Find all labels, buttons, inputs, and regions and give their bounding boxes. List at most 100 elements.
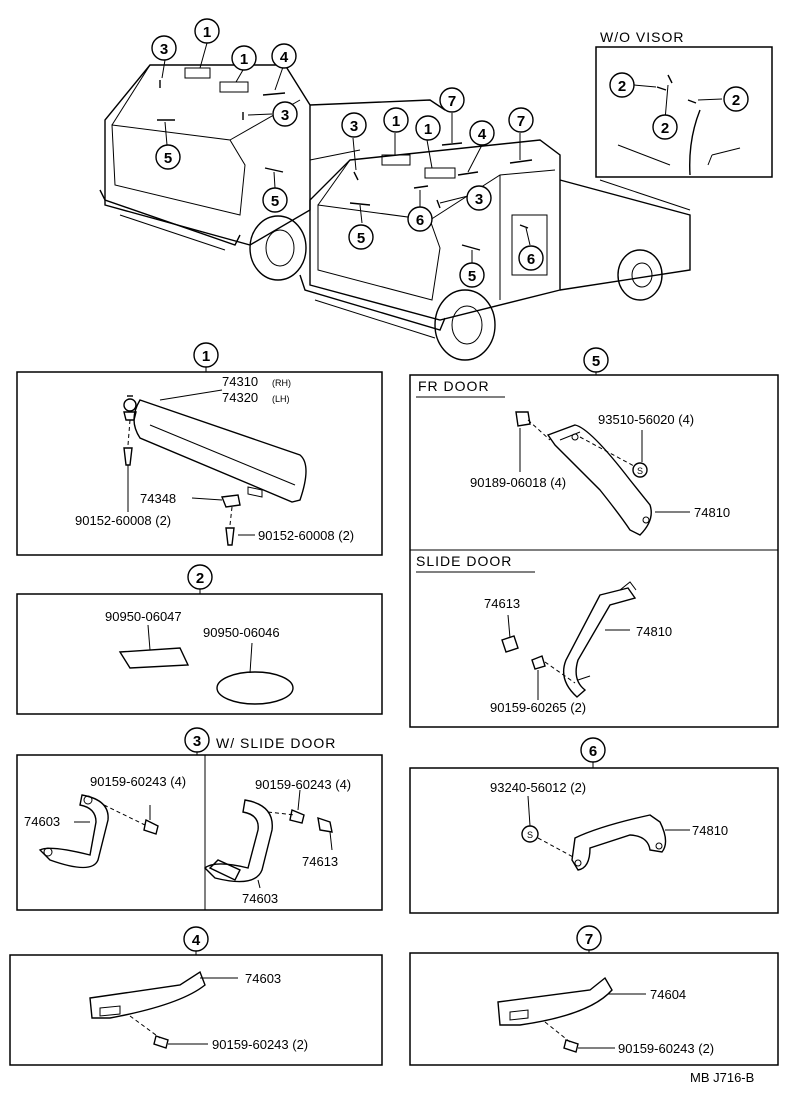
vehicle-illustration: W/O VISOR — [99, 29, 773, 361]
part-90159-60265: 90159-60265 (2) — [490, 700, 586, 715]
panel-2: 2 90950-06047 90950-06046 — [16, 564, 383, 715]
part-90950-06047: 90950-06047 — [105, 609, 182, 624]
part-90159-60243-p7: 90159-60243 (2) — [618, 1041, 714, 1056]
callout-7-a: 7 — [439, 87, 465, 113]
part-74810-p6: 74810 — [692, 823, 728, 838]
callout-5-d: 5 — [459, 262, 485, 288]
part-90189-06018: 90189-06018 (4) — [470, 475, 566, 490]
part-90152-60008-b: 90152-60008 (2) — [258, 528, 354, 543]
visor-holder — [221, 494, 241, 508]
callout-3-b: 3 — [272, 101, 298, 127]
part-74310: 74310 — [222, 374, 258, 389]
callout-6-a: 6 — [407, 206, 433, 232]
callout-3-c: 3 — [341, 112, 367, 138]
grip-74604 — [497, 976, 613, 1026]
callout-1-c: 1 — [383, 107, 409, 133]
svg-text:3: 3 — [475, 191, 483, 208]
clip-74613-slide — [501, 635, 519, 653]
callout-1-b: 1 — [231, 45, 257, 71]
svg-text:2: 2 — [661, 120, 669, 137]
svg-text:6: 6 — [527, 251, 535, 268]
diagram-code: MB J716-B — [690, 1070, 754, 1085]
part-93240-56012: 93240-56012 (2) — [490, 780, 586, 795]
svg-text:7: 7 — [448, 93, 456, 110]
panel-4-number: 4 — [192, 932, 201, 949]
panel-3-title: W/ SLIDE DOOR — [216, 735, 336, 751]
svg-text:6: 6 — [416, 212, 424, 229]
panel-3-number: 3 — [193, 733, 201, 750]
panel-7-number: 7 — [585, 931, 593, 948]
callout-5-b: 5 — [262, 187, 288, 213]
svg-text:3: 3 — [350, 118, 358, 135]
callout-5-a: 5 — [155, 144, 181, 170]
part-74604: 74604 — [650, 987, 686, 1002]
part-74603-left: 74603 — [24, 814, 60, 829]
part-74810-slide: 74810 — [636, 624, 672, 639]
part-90159-60243-right: 90159-60243 (4) — [255, 777, 351, 792]
svg-text:3: 3 — [160, 41, 168, 58]
svg-text:7: 7 — [517, 113, 525, 130]
part-90950-06047-shape — [118, 647, 190, 669]
panel-6: 6 S 93240-56012 (2) 74810 — [409, 737, 779, 914]
panel-4: 4 74603 90159-60243 (2) — [9, 926, 383, 1066]
part-90159-60243-left: 90159-60243 (4) — [90, 774, 186, 789]
svg-text:2: 2 — [732, 92, 740, 109]
grip-74810-fr — [546, 424, 652, 536]
panel-1-number: 1 — [202, 348, 210, 365]
slide-door-title: SLIDE DOOR — [416, 553, 512, 569]
part-90152-60008-a: 90152-60008 (2) — [75, 513, 171, 528]
svg-text:1: 1 — [424, 121, 432, 138]
callout-6-b: 6 — [518, 245, 544, 271]
part-93510-56020: 93510-56020 (4) — [598, 412, 694, 427]
wo-visor-box — [595, 46, 773, 178]
part-74810-fr: 74810 — [694, 505, 730, 520]
callout-4-a: 4 — [271, 43, 297, 69]
part-74320: 74320 — [222, 390, 258, 405]
callout-7-b: 7 — [508, 107, 534, 133]
panel-5: 5 FR DOOR S 93510-56020 (4) 90189-06018 … — [409, 347, 779, 728]
svg-text:1: 1 — [240, 51, 248, 68]
svg-text:S: S — [527, 830, 533, 840]
part-74613-p3: 74613 — [302, 854, 338, 869]
part-74613-slide: 74613 — [484, 596, 520, 611]
svg-text:1: 1 — [203, 24, 211, 41]
part-90159-60243-p4: 90159-60243 (2) — [212, 1037, 308, 1052]
clip-74613 — [317, 816, 333, 833]
sun-visor — [133, 399, 307, 503]
callout-2-a: 2 — [609, 72, 635, 98]
part-90950-06046: 90950-06046 — [203, 625, 280, 640]
svg-text:5: 5 — [468, 268, 476, 285]
callout-2-b: 2 — [652, 114, 678, 140]
grip-74603-right — [203, 799, 273, 883]
callout-4-b: 4 — [469, 120, 495, 146]
svg-text:2: 2 — [618, 78, 626, 95]
grip-74603-left — [38, 794, 109, 869]
svg-text:S: S — [637, 466, 643, 476]
svg-text:5: 5 — [271, 193, 279, 210]
svg-text:4: 4 — [280, 49, 289, 66]
panel-7: 7 74604 90159-60243 (2) — [409, 925, 779, 1066]
part-74603-right: 74603 — [242, 891, 278, 906]
callout-1-d: 1 — [415, 115, 441, 141]
callout-5-c: 5 — [348, 224, 374, 250]
part-74603-p4: 74603 — [245, 971, 281, 986]
part-74348: 74348 — [140, 491, 176, 506]
panel-5-number: 5 — [592, 353, 600, 370]
svg-text:1: 1 — [392, 113, 400, 130]
part-90950-06046-shape — [216, 671, 294, 705]
callout-1-a: 1 — [194, 18, 220, 44]
top-callouts: 3 1 1 4 3 5 5 3 1 1 7 4 7 3 6 5 5 6 2 2 … — [151, 18, 749, 288]
svg-text:4: 4 — [478, 126, 487, 143]
panel-1-visor: 1 74310 (RH) 74320 (LH) 74348 90152-6000… — [16, 342, 383, 556]
callout-3-a: 3 — [151, 35, 177, 61]
callout-3-d: 3 — [466, 185, 492, 211]
panel-6-number: 6 — [589, 743, 597, 760]
panel-3: 3 W/ SLIDE DOOR 90159-60243 (4) 74603 90… — [16, 727, 383, 911]
svg-text:3: 3 — [281, 107, 289, 124]
svg-text:5: 5 — [357, 230, 365, 247]
grip-74603-p4 — [89, 970, 206, 1019]
callout-2-c: 2 — [723, 86, 749, 112]
wo-visor-label: W/O VISOR — [600, 29, 684, 45]
svg-text:(RH): (RH) — [272, 378, 291, 388]
